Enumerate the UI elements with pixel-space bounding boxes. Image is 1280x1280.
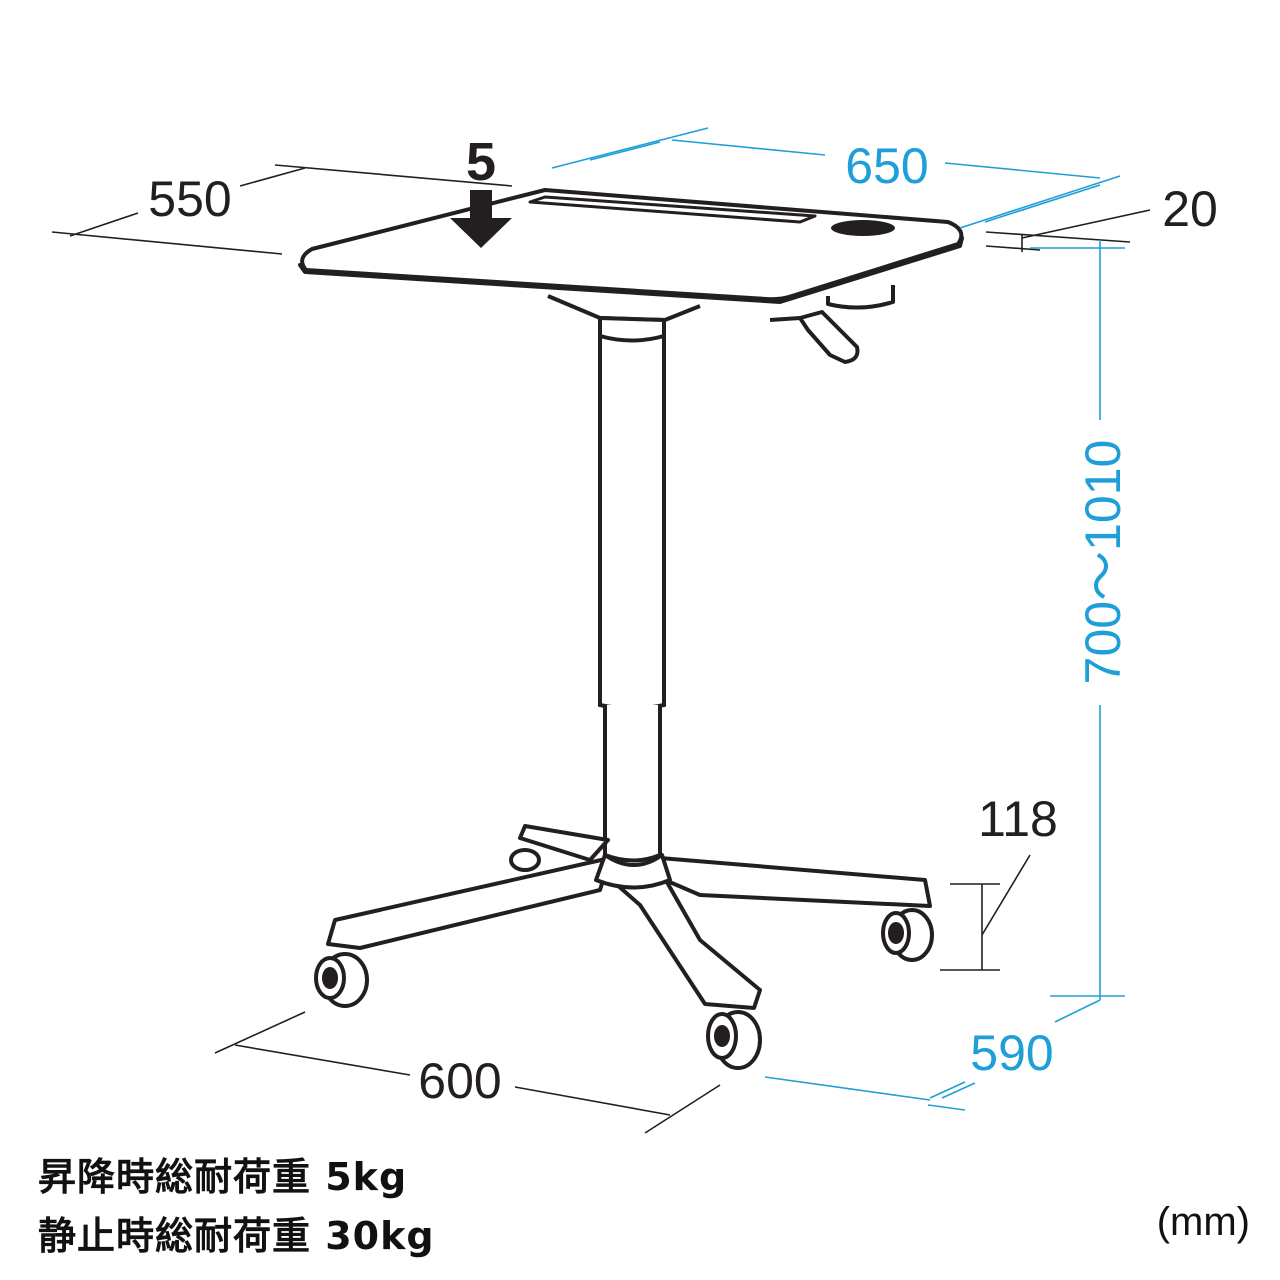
caster-right — [881, 908, 934, 962]
base-width-label: 600 — [418, 1053, 501, 1109]
dimension-lines-blue — [551, 127, 1125, 1111]
base-height-label: 118 — [978, 791, 1058, 847]
top-bracket — [547, 294, 701, 323]
pen-tray — [528, 195, 817, 224]
caster-back — [509, 848, 541, 872]
lever-handle — [798, 310, 860, 364]
lifting-load-text: 昇降時総耐荷重 5kg — [38, 1155, 408, 1199]
dimension-lines-black — [51, 164, 1151, 1134]
base-hub — [594, 853, 672, 890]
height-range-label: 700〜1010 — [1075, 440, 1131, 685]
base-leg-right — [658, 856, 932, 908]
caster-front — [706, 1010, 762, 1070]
column-upper — [598, 315, 666, 711]
lift-lever — [769, 285, 895, 364]
depth-label: 550 — [148, 171, 231, 227]
static-load-text: 静止時総耐荷重 30kg — [38, 1214, 435, 1258]
base-leg-left — [326, 856, 612, 950]
caster-left — [314, 952, 369, 1008]
base — [326, 824, 932, 1010]
unit-label: (mm) — [1156, 1200, 1250, 1244]
width-label: 650 — [845, 138, 928, 194]
column-lower — [603, 705, 662, 863]
cup-holder — [831, 220, 895, 236]
base-depth-label: 590 — [970, 1025, 1053, 1081]
column — [598, 315, 666, 863]
base-leg-back-left — [518, 824, 610, 862]
cup-holder-bottom — [826, 285, 895, 310]
load-arrow: 5 — [450, 132, 512, 248]
desk-top — [298, 188, 964, 304]
thickness-label: 20 — [1162, 181, 1218, 237]
